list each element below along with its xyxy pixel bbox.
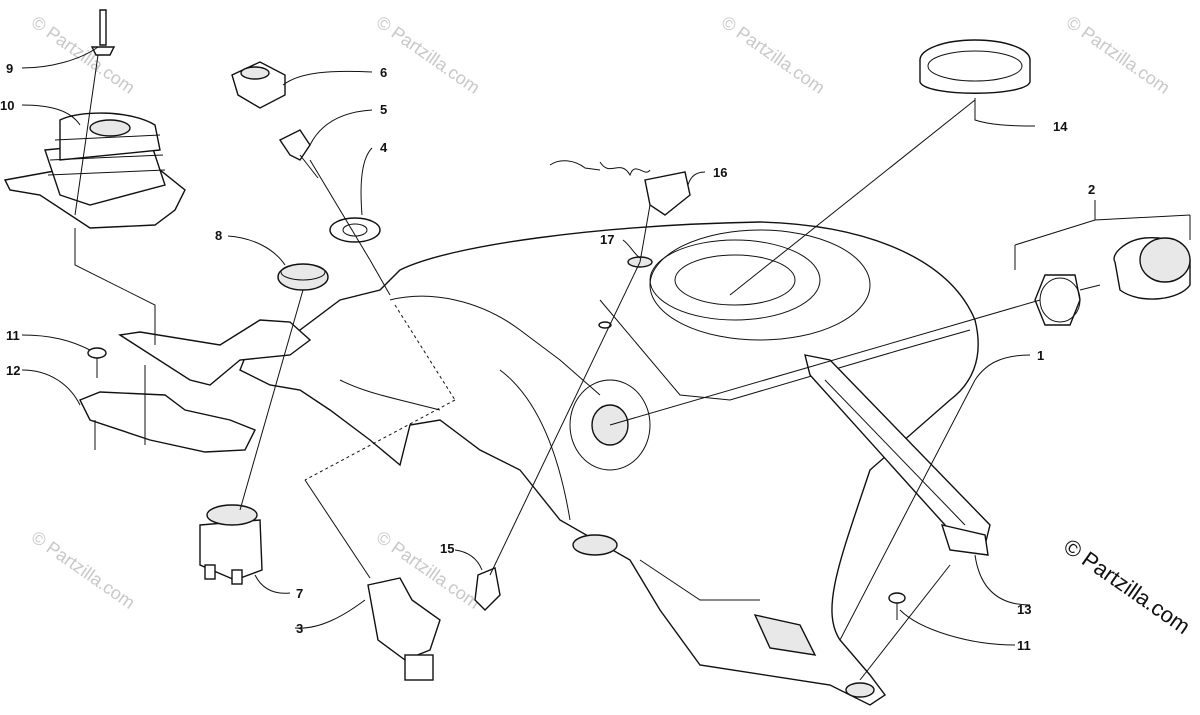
callout-7: 7 [296,586,303,601]
part-15-connector[interactable] [474,567,501,611]
part-8-cap[interactable] [277,263,329,291]
callout-6: 6 [380,65,387,80]
part-1-tank[interactable] [239,221,991,706]
callout-9: 9 [6,61,13,76]
part-13-bumper[interactable] [940,524,989,556]
part-11-screw-a[interactable] [87,347,107,378]
part-14-filler-ring[interactable] [919,39,1031,94]
watermark: © Partzilla.com [28,527,139,613]
callout-5: 5 [380,102,387,117]
watermark: © Partzilla.com [373,12,484,98]
callout-11-right: 11 [1017,638,1031,653]
callout-1: 1 [1037,348,1044,363]
callout-16: 16 [713,165,727,180]
callout-8: 8 [215,228,222,243]
callout-14: 14 [1053,119,1068,134]
callout-10: 10 [0,98,14,113]
copyright-notice: © Partzilla.com [1059,534,1195,640]
part-7-switch[interactable] [199,504,263,585]
callout-11-left: 11 [6,328,20,343]
callout-4: 4 [380,140,388,155]
callout-12: 12 [6,363,20,378]
watermark: © Partzilla.com [718,12,829,98]
callouts: 9 10 6 5 4 8 11 12 7 3 15 16 17 14 2 1 1… [0,61,1095,653]
part-2-cap-assembly[interactable] [1034,237,1191,326]
part-12-plate[interactable] [79,391,256,453]
part-5-key[interactable] [278,129,319,179]
part-4-grommet[interactable] [329,217,381,243]
part-16-lanyard[interactable] [549,160,691,216]
part-9-rivet[interactable] [90,9,116,56]
callout-17: 17 [600,232,614,247]
watermark: © Partzilla.com [28,12,139,98]
callout-2: 2 [1088,182,1095,197]
callout-15: 15 [440,541,454,556]
part-10-boot[interactable] [3,112,186,229]
callout-3: 3 [296,621,303,636]
watermark: © Partzilla.com [1063,12,1174,98]
part-3-sensor[interactable] [367,577,441,681]
part-mount-bracket[interactable] [118,319,312,386]
part-6-key-cap[interactable] [231,61,286,109]
leader-lines [21,46,1191,681]
part-11-screw-b[interactable] [888,592,906,620]
callout-13: 13 [1017,602,1031,617]
